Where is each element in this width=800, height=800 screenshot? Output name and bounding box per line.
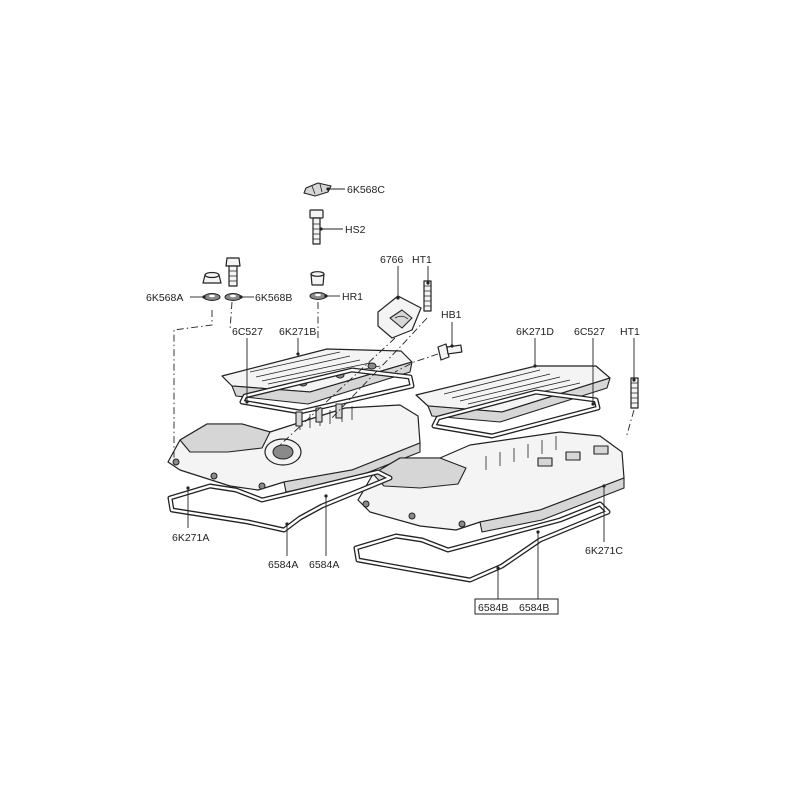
label-6584a-1: 6584A — [268, 559, 298, 571]
label-ht1-top: HT1 — [412, 254, 432, 266]
label-6k271b: 6K271B — [279, 326, 316, 338]
label-6k271c: 6K271C — [585, 545, 623, 557]
camshaft-cover-6k271c — [357, 431, 625, 533]
label-6c527-right: 6C527 — [574, 326, 605, 338]
label-6k568a: 6K568A — [146, 292, 183, 304]
label-6k568b: 6K568B — [255, 292, 292, 304]
label-ht1-right: HT1 — [620, 326, 640, 338]
label-6k271a: 6K271A — [172, 532, 209, 544]
camshaft-cover-6k271a — [167, 403, 421, 493]
label-6766: 6766 — [380, 254, 404, 266]
bolt-hb1 — [437, 343, 463, 361]
stud-ht1-right — [630, 377, 639, 409]
stud-ht1-top — [423, 280, 432, 312]
label-hr1: HR1 — [342, 291, 363, 303]
gasket-6c527-right — [431, 389, 601, 439]
label-hs2: HS2 — [345, 224, 366, 236]
alignment-lines — [173, 301, 635, 458]
label-6584b-1: 6584B — [478, 602, 508, 614]
spacer-hr1 — [309, 271, 327, 300]
label-6k271d: 6K271D — [516, 326, 554, 338]
label-box-6584b — [474, 598, 559, 615]
clip-6k568c — [303, 182, 332, 197]
leader-lines — [186, 187, 636, 599]
callout-labels: 6K568C HS2 6766 HT1 6K568A 6K568B HR1 HB… — [146, 184, 640, 614]
label-hb1: HB1 — [441, 309, 462, 321]
label-6c527-left: 6C527 — [232, 326, 263, 338]
bolt-6k568b — [224, 257, 242, 301]
bolt-hs2 — [309, 209, 324, 245]
oil-filler-cap-6766 — [377, 295, 422, 339]
gasket-6584b — [353, 501, 611, 583]
gasket-6584a — [167, 469, 393, 533]
label-6k568c: 6K568C — [347, 184, 385, 196]
label-6584a-2: 6584A — [309, 559, 339, 571]
label-6584b-2: 6584B — [519, 602, 549, 614]
nut-6k568a — [202, 271, 222, 301]
